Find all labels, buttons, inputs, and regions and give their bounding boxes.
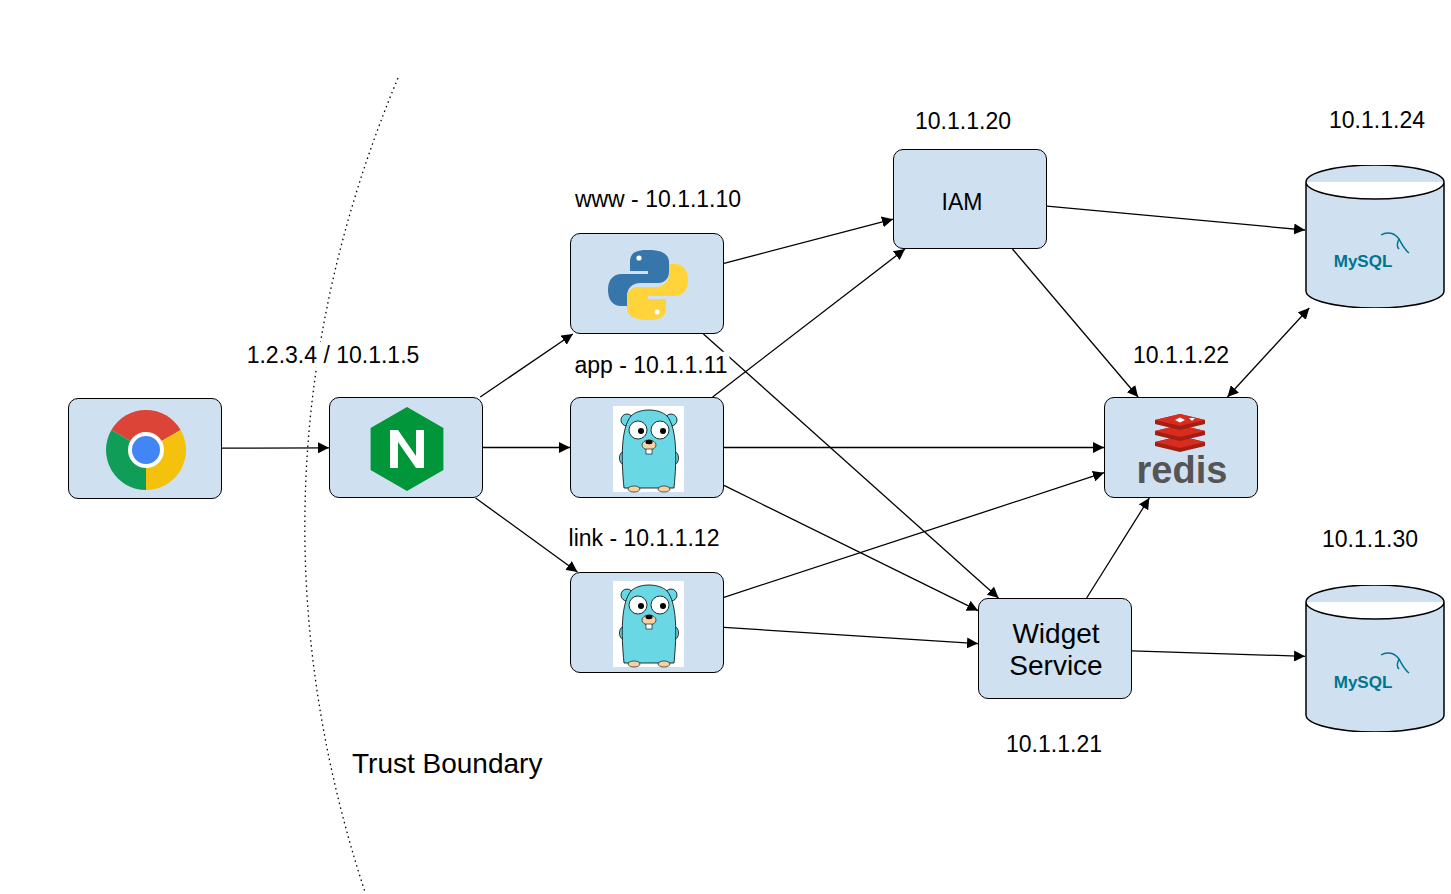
database-cylinder: 10.1.1.30MySQL (1305, 585, 1445, 732)
connector-arrow (1132, 651, 1305, 656)
gopher-icon (571, 573, 725, 674)
connector-arrow (724, 485, 978, 610)
connector-arrow (1087, 498, 1150, 598)
connector-arrow (1227, 308, 1309, 397)
service-box: Widget Service10.1.1.21 (978, 598, 1132, 699)
chrome-icon (69, 399, 223, 500)
cylinder-outline (1305, 165, 1445, 308)
connector-arrow (476, 498, 578, 572)
service-box: app - 10.1.1.11 (570, 397, 724, 498)
service-box: www - 10.1.1.10 (570, 233, 724, 334)
connector-arrow (724, 473, 1104, 598)
nginx-icon (330, 398, 484, 499)
connector-arrow (1047, 206, 1305, 230)
database-cylinder: 10.1.1.24MySQL (1305, 165, 1445, 308)
connector-arrow (703, 334, 998, 598)
address-label: www - 10.1.1.10 (573, 186, 743, 212)
client-box (68, 398, 222, 499)
address-label: 10.1.1.22 (1131, 342, 1231, 368)
connector-arrow (222, 447, 329, 449)
connector-arrow (483, 447, 570, 448)
address-label: app - 10.1.1.11 (572, 352, 729, 378)
connector-arrow (724, 627, 978, 643)
address-label: 10.1.1.30 (1320, 526, 1420, 552)
python-icon (571, 234, 725, 335)
connector-arrow (724, 219, 893, 263)
cache-box: 10.1.1.22redis (1104, 397, 1258, 498)
mysql-dolphin (1305, 165, 1445, 308)
boundary-label: Trust Boundary (352, 748, 542, 780)
address-label: 10.1.1.24 (1327, 107, 1427, 133)
node-text: IAM (942, 189, 983, 215)
address-label: link - 10.1.1.12 (567, 525, 722, 551)
connector-arrow (1012, 249, 1138, 397)
address-label: 10.1.1.20 (913, 108, 1013, 134)
mysql-dolphin (1305, 585, 1445, 732)
connector-arrow (724, 447, 1104, 448)
node-text: MySQL (1334, 252, 1393, 272)
cylinder-outline (1305, 585, 1445, 732)
connector-arrow (480, 334, 573, 397)
node-text: MySQL (1334, 673, 1393, 693)
connector-arrow (713, 249, 905, 397)
proxy-box: 1.2.3.4 / 10.1.1.5 (329, 397, 483, 498)
address-label: 10.1.1.21 (1004, 731, 1104, 757)
address-label: 1.2.3.4 / 10.1.1.5 (245, 342, 422, 368)
node-text: redis (1137, 449, 1228, 493)
service-box: 10.1.1.20IAM (893, 149, 1047, 249)
node-text: Widget Service (987, 618, 1125, 682)
service-box: link - 10.1.1.12 (570, 572, 724, 673)
gopher-icon (571, 398, 725, 499)
